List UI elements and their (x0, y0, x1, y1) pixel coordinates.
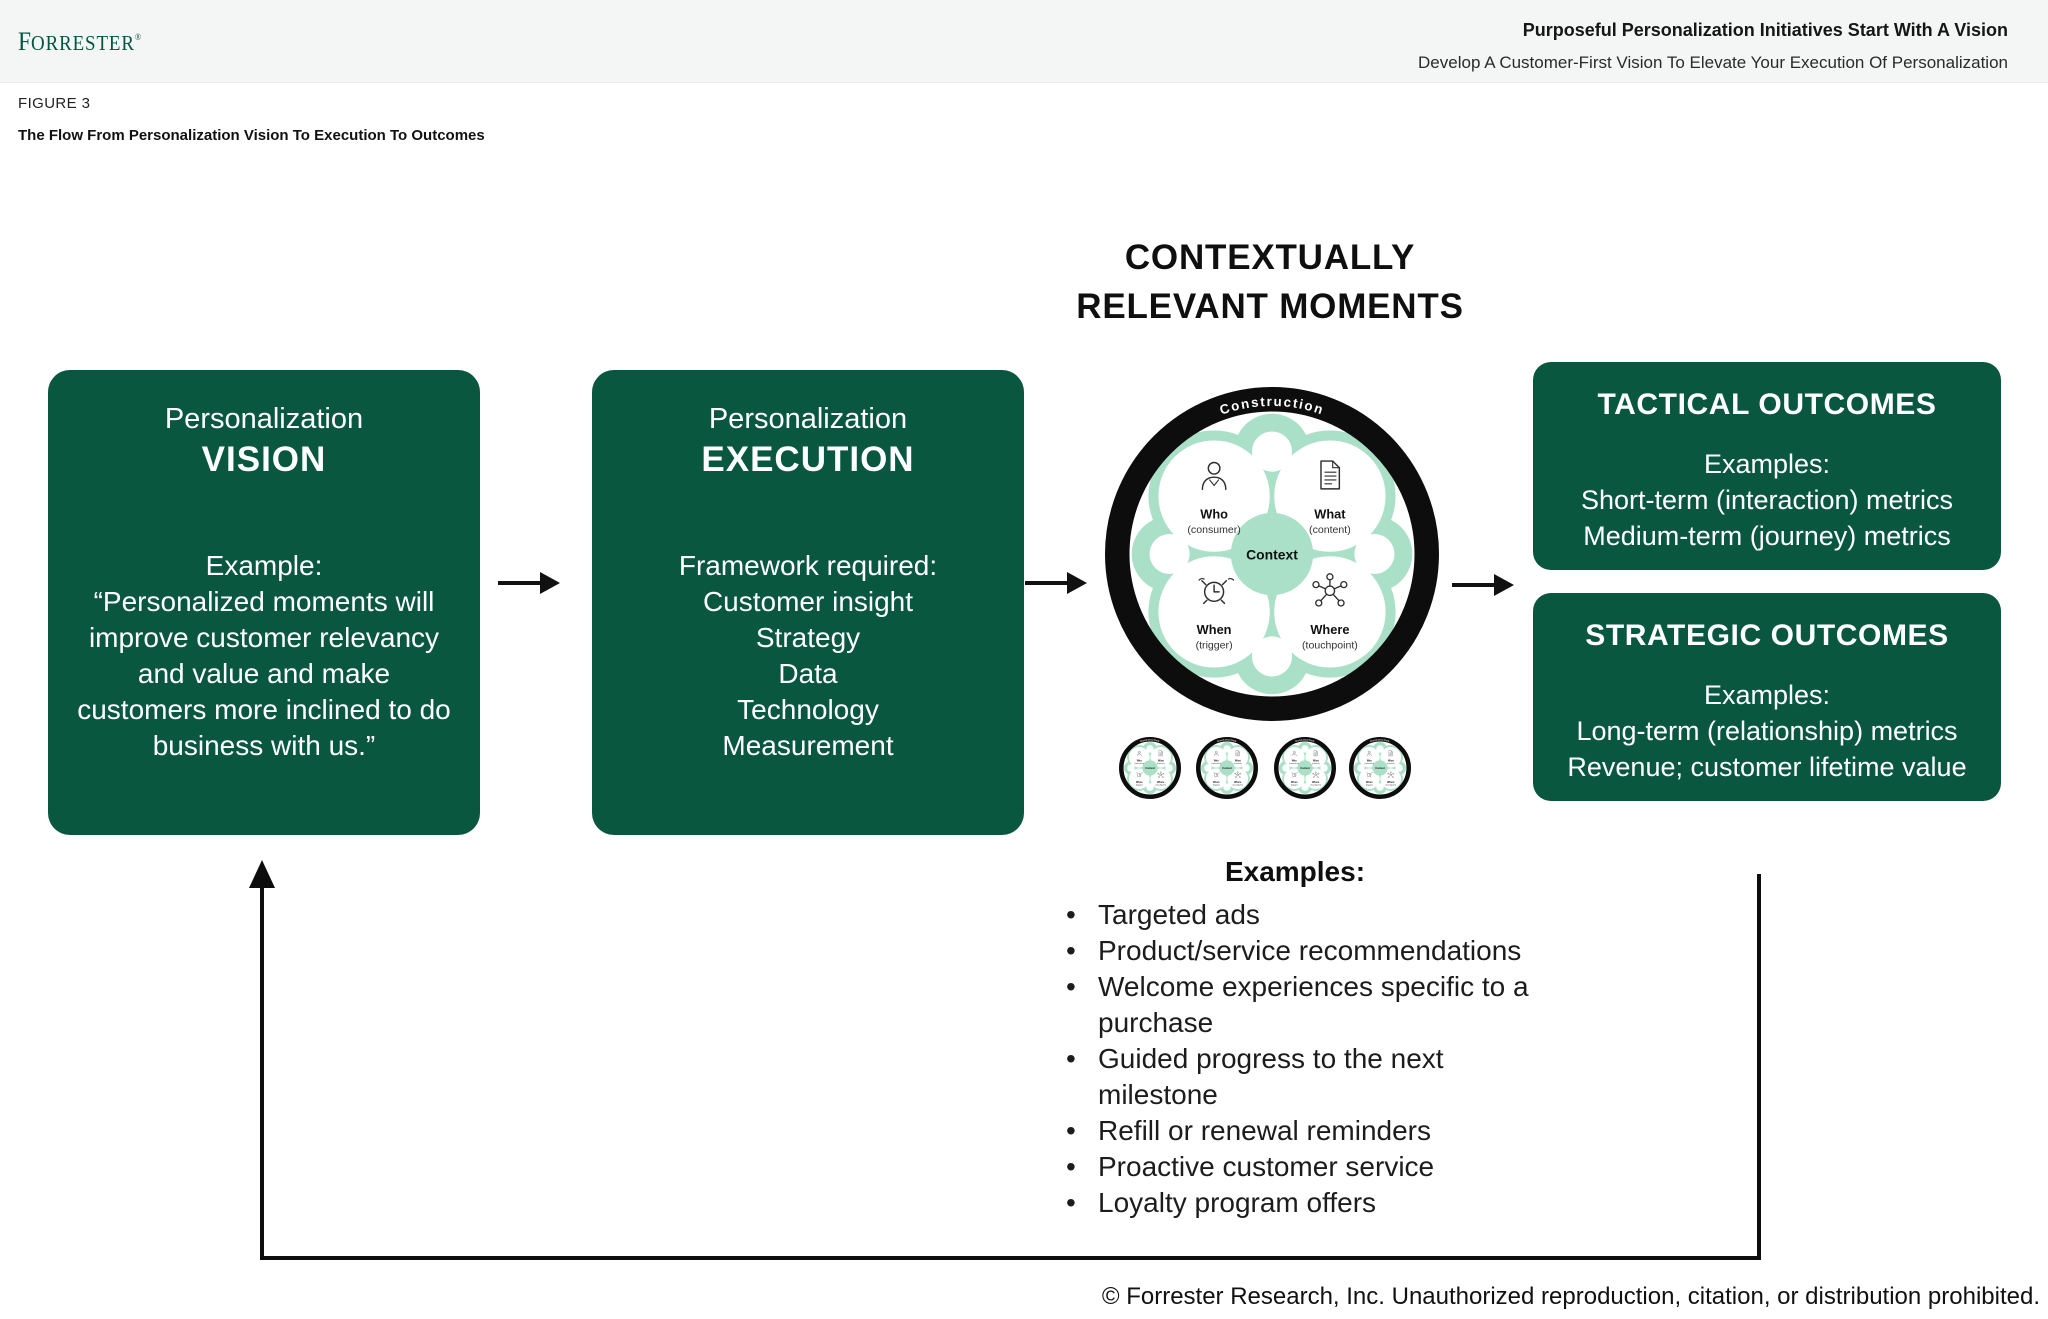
header-band: FORRESTER® Purposeful Personalization In… (0, 0, 2048, 83)
tactical-outcomes-title: TACTICAL OUTCOMES (1597, 388, 1937, 421)
example-bullet: Welcome experiences specific to a purcha… (1062, 969, 1562, 1041)
strategic-outcomes-title: STRATEGIC OUTCOMES (1585, 619, 1949, 652)
strategic-outcomes-box: STRATEGIC OUTCOMES Examples: Long-term (… (1533, 593, 2001, 801)
figure-label: FIGURE 3 (18, 95, 91, 112)
example-bullet: Loyalty program offers (1062, 1185, 1562, 1221)
construction-wheel-mini (1196, 737, 1258, 799)
petal-when: When (trigger) (1196, 577, 1235, 652)
construction-wheel: Construction Who (consumer) Wha (1105, 387, 1439, 721)
context-label: Context (1246, 547, 1298, 563)
document-icon (1320, 460, 1341, 490)
construction-wheel-mini (1119, 737, 1181, 799)
vision-eyebrow: Personalization (164, 403, 364, 435)
svg-text:(consumer): (consumer) (1187, 524, 1240, 536)
petal-who: Who (consumer) (1187, 461, 1241, 536)
framework-required-label: Framework required: (678, 550, 938, 581)
vision-title: VISION (201, 440, 327, 479)
vision-example-label: Example: (205, 550, 323, 581)
framework-item: Data (778, 658, 838, 689)
construction-wheel-mini (1274, 737, 1336, 799)
flow-arrow-execution-to-moments (1025, 572, 1087, 594)
figure-title: The Flow From Personalization Vision To … (18, 127, 485, 144)
network-icon (1312, 573, 1348, 607)
strategic-examples-label: Examples: (1703, 680, 1831, 710)
tactical-outcome-item: Medium-term (journey) metrics (1583, 521, 1951, 551)
person-icon (1201, 461, 1227, 491)
contextually-relevant-moments-heading: CONTEXTUALLY RELEVANT MOMENTS (1020, 233, 1520, 331)
framework-item: Customer insight (702, 586, 914, 617)
personalization-vision-box: Personalization VISION Example: “Persona… (48, 370, 480, 835)
personalization-execution-box: Personalization EXECUTION Framework requ… (592, 370, 1024, 835)
execution-title: EXECUTION (701, 440, 915, 479)
example-bullet: Product/service recommendations (1062, 933, 1562, 969)
strategic-outcome-item: Long-term (relationship) metrics (1576, 716, 1958, 746)
construction-ring (1105, 387, 1439, 721)
framework-item: Strategy (755, 622, 861, 653)
report-title: Purposeful Personalization Initiatives S… (1522, 20, 2008, 40)
example-bullet: Proactive customer service (1062, 1149, 1562, 1185)
svg-text:(touchpoint): (touchpoint) (1302, 640, 1358, 652)
petal-where: Where (touchpoint) (1302, 573, 1358, 652)
flow-arrow-moments-to-outcomes (1452, 574, 1514, 596)
heading-line-1: CONTEXTUALLY (1124, 238, 1416, 277)
execution-eyebrow: Personalization (708, 403, 908, 435)
svg-text:Where: Where (1310, 622, 1349, 637)
svg-text:When: When (1197, 622, 1232, 637)
framework-item: Technology (737, 694, 879, 725)
svg-text:What: What (1314, 506, 1346, 521)
tactical-outcomes-box: TACTICAL OUTCOMES Examples: Short-term (… (1533, 362, 2001, 570)
svg-text:(content): (content) (1309, 524, 1351, 536)
alarm-clock-icon (1198, 577, 1235, 605)
example-bullet: Guided progress to the next milestone (1062, 1041, 1562, 1113)
example-bullet: Refill or renewal reminders (1062, 1113, 1562, 1149)
example-bullet: Targeted ads (1062, 897, 1562, 933)
examples-list: Targeted ads Product/service recommendat… (1062, 897, 1562, 1221)
strategic-outcome-item: Revenue; customer lifetime value (1567, 752, 1967, 782)
construction-wheel-mini (1349, 737, 1411, 799)
framework-item: Measurement (722, 730, 894, 761)
svg-text:(trigger): (trigger) (1196, 640, 1233, 652)
flow-arrow-vision-to-execution (498, 572, 560, 594)
vision-example-quote: “Personalized moments will improve custo… (77, 586, 451, 761)
petal-what: What (content) (1309, 460, 1351, 536)
context-circle (1230, 512, 1314, 596)
tactical-outcome-item: Short-term (interaction) metrics (1580, 485, 1954, 515)
examples-heading: Examples: (1224, 856, 1366, 887)
heading-line-2: RELEVANT MOMENTS (1076, 287, 1464, 326)
forrester-logo: FORRESTER® (18, 27, 142, 56)
tactical-examples-label: Examples: (1703, 449, 1831, 479)
feedback-loop-arrow (249, 860, 1761, 1260)
svg-text:Who: Who (1200, 506, 1228, 521)
report-subtitle: Develop A Customer-First Vision To Eleva… (1418, 53, 2008, 72)
copyright-notice: © Forrester Research, Inc. Unauthorized … (1101, 1283, 2040, 1310)
report-header: Purposeful Personalization Initiatives S… (1418, 20, 2008, 73)
